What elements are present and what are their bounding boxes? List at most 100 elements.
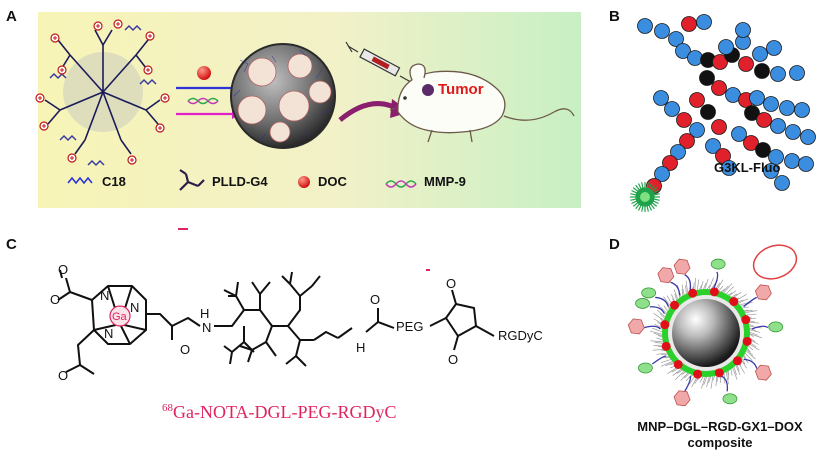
dendrimer-bead	[735, 22, 751, 38]
dox-dot	[660, 320, 670, 330]
dox-dot	[742, 336, 752, 346]
dendrimer-bead	[798, 156, 814, 172]
dendrimer-bead	[800, 129, 816, 145]
nanoparticle	[230, 43, 336, 149]
gx1-peptide	[722, 393, 738, 405]
stray-mark-2	[426, 269, 430, 271]
dendrimer-bead	[679, 133, 695, 149]
panel-a-legend: C18 PLLD-G4 DOC MMP-9	[67, 169, 466, 191]
dendrimer-bead	[689, 92, 705, 108]
rgd-peptide	[657, 267, 675, 284]
legend-c18: C18	[102, 174, 126, 189]
doc-drug-icon	[197, 66, 211, 80]
atom-o7: O	[448, 352, 458, 367]
panel-c-label: C	[6, 236, 17, 253]
caption-isotope: 68	[162, 402, 174, 414]
tumor-site-icon	[422, 84, 434, 96]
dendrimer-bead	[738, 56, 754, 72]
gx1-peptide	[710, 258, 726, 270]
metal-ga: Ga	[112, 311, 128, 323]
panel-a-label: A	[6, 8, 17, 25]
dendrimer-bead	[752, 46, 768, 62]
dendrimer-bead	[731, 126, 747, 142]
dendrimer-bead	[721, 160, 737, 176]
gx1-peptide	[637, 362, 653, 374]
panel-b-caption: G3KL-Fluo	[714, 160, 780, 175]
dendrimer-bead	[670, 144, 686, 160]
atom-n2: N	[130, 300, 139, 315]
dendrimer-bead	[763, 163, 779, 179]
dendrimer-bead	[789, 65, 805, 81]
dendrimer-bead	[711, 119, 727, 135]
dendrimer-bead	[770, 66, 786, 82]
doc-icon	[298, 176, 310, 188]
dendrimer-bead	[749, 90, 765, 106]
dendrimer-bead	[676, 112, 692, 128]
dox-dot	[673, 359, 683, 369]
rgd-peptide	[754, 364, 772, 381]
atom-o6: O	[446, 276, 456, 291]
dendrimer-bead	[705, 138, 721, 154]
dendrimer-bead	[743, 135, 759, 151]
dendrimer-bead	[637, 18, 653, 34]
atom-o2: O	[50, 292, 60, 307]
dendrimer-bead	[654, 166, 670, 182]
dendrimer-bead	[654, 23, 670, 39]
atom-o3: O	[58, 368, 68, 383]
syringe-icon	[345, 41, 419, 87]
dox-dot	[729, 297, 739, 307]
atom-h2: H	[356, 340, 365, 355]
dendrimer-bead	[754, 63, 770, 79]
dendrimer-bead	[794, 102, 810, 118]
gx1-peptide	[635, 298, 650, 309]
dendrimer-bead	[689, 122, 705, 138]
atom-o4: O	[180, 342, 190, 357]
atom-o1: O	[58, 262, 68, 277]
atom-h1: H	[200, 306, 209, 321]
dendrimer-bead	[768, 149, 784, 165]
dendrimer-bead	[664, 101, 680, 117]
panel-c-caption: 68Ga-NOTA-DGL-PEG-RGDyC	[162, 402, 397, 422]
dendrimer-bead	[755, 142, 771, 158]
dendrimer-bead	[770, 118, 786, 134]
rgd-peptide	[673, 390, 691, 407]
atom-n1: N	[100, 288, 109, 303]
fluorophore-icon	[630, 182, 660, 212]
mmp9-legend-icon	[385, 180, 417, 188]
dendrimer-bead	[675, 43, 691, 59]
legend-mmp9: MMP-9	[424, 174, 466, 189]
dendrimer-bead	[699, 70, 715, 86]
caption-name: Ga-NOTA-DGL-PEG-RGDyC	[173, 402, 397, 422]
dendrimer-bead	[744, 105, 760, 121]
gallium-icon	[109, 305, 131, 327]
dendrimer-bead	[662, 155, 678, 171]
dox-dot	[688, 288, 698, 298]
panel-b-label: B	[609, 8, 620, 25]
panel-d-caption-2: composite	[687, 435, 752, 450]
stray-mark-1	[178, 228, 188, 230]
atom-n4: N	[202, 320, 211, 335]
highlight-ellipse	[752, 244, 798, 280]
tumor-label: Tumor	[438, 81, 484, 98]
mmp9-icon	[187, 97, 219, 105]
rgd-peptide	[673, 258, 691, 275]
dox-dot	[741, 315, 751, 325]
rgd-peptide	[627, 318, 645, 335]
magnetic-core	[672, 299, 740, 367]
gx1-peptide	[768, 321, 784, 333]
atom-o5: O	[370, 292, 380, 307]
dox-dot	[661, 341, 671, 351]
legend-plld-g4: PLLD-G4	[212, 174, 268, 189]
dendrimer-bead	[785, 124, 801, 140]
group-peg: PEG	[396, 319, 423, 334]
rgd-peptide	[754, 284, 772, 301]
dox-dot	[670, 300, 680, 310]
group-rgdyc: RGDyC	[498, 328, 543, 343]
dendrimer-bead	[711, 80, 727, 96]
gx1-peptide	[641, 287, 657, 299]
dendrimer-bead	[712, 54, 728, 70]
dox-dot	[709, 287, 719, 297]
